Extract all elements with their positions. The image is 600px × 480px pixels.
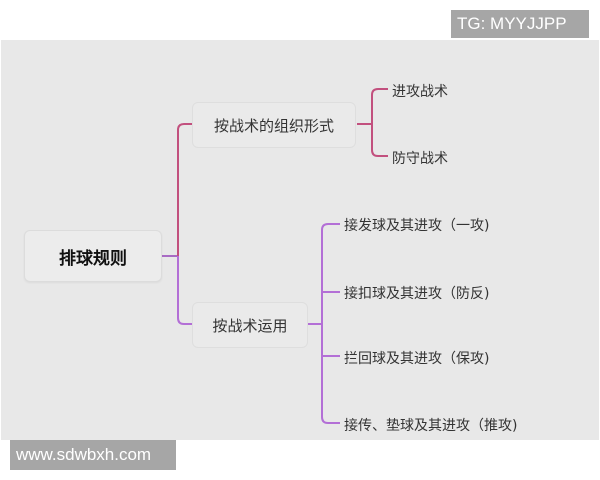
leaf-node-attack-tactics[interactable]: 进攻战术: [392, 80, 448, 102]
leaf-label: 防守战术: [392, 151, 448, 167]
leaf-label: 拦回球及其进攻（保攻): [344, 351, 490, 367]
leaf-node-defense-tactics[interactable]: 防守战术: [392, 147, 448, 169]
leaf-node-pass-dig-attack[interactable]: 接传、垫球及其进攻（推攻): [344, 414, 517, 436]
leaf-node-serve-receive-attack[interactable]: 接发球及其进攻（一攻): [344, 214, 489, 236]
watermark-top: TG: MYYJJPP: [451, 10, 589, 38]
leaf-label: 进攻战术: [392, 84, 448, 100]
watermark-bottom: www.sdwbxh.com: [10, 440, 176, 470]
branch-node-organization-form[interactable]: 按战术的组织形式: [192, 102, 356, 148]
leaf-label: 接扣球及其进攻（防反): [344, 286, 490, 302]
leaf-node-block-return-attack[interactable]: 拦回球及其进攻（保攻): [344, 347, 489, 369]
root-node[interactable]: 排球规则: [24, 230, 162, 282]
leaf-label: 接传、垫球及其进攻（推攻): [344, 418, 518, 434]
branch-label: 按战术运用: [212, 316, 288, 335]
leaf-label: 接发球及其进攻（一攻): [344, 218, 490, 234]
branch-node-tactical-use[interactable]: 按战术运用: [192, 302, 308, 348]
branch-label: 按战术的组织形式: [213, 116, 334, 135]
root-label: 排球规则: [59, 248, 127, 269]
leaf-node-spike-receive-attack[interactable]: 接扣球及其进攻（防反): [344, 282, 489, 304]
